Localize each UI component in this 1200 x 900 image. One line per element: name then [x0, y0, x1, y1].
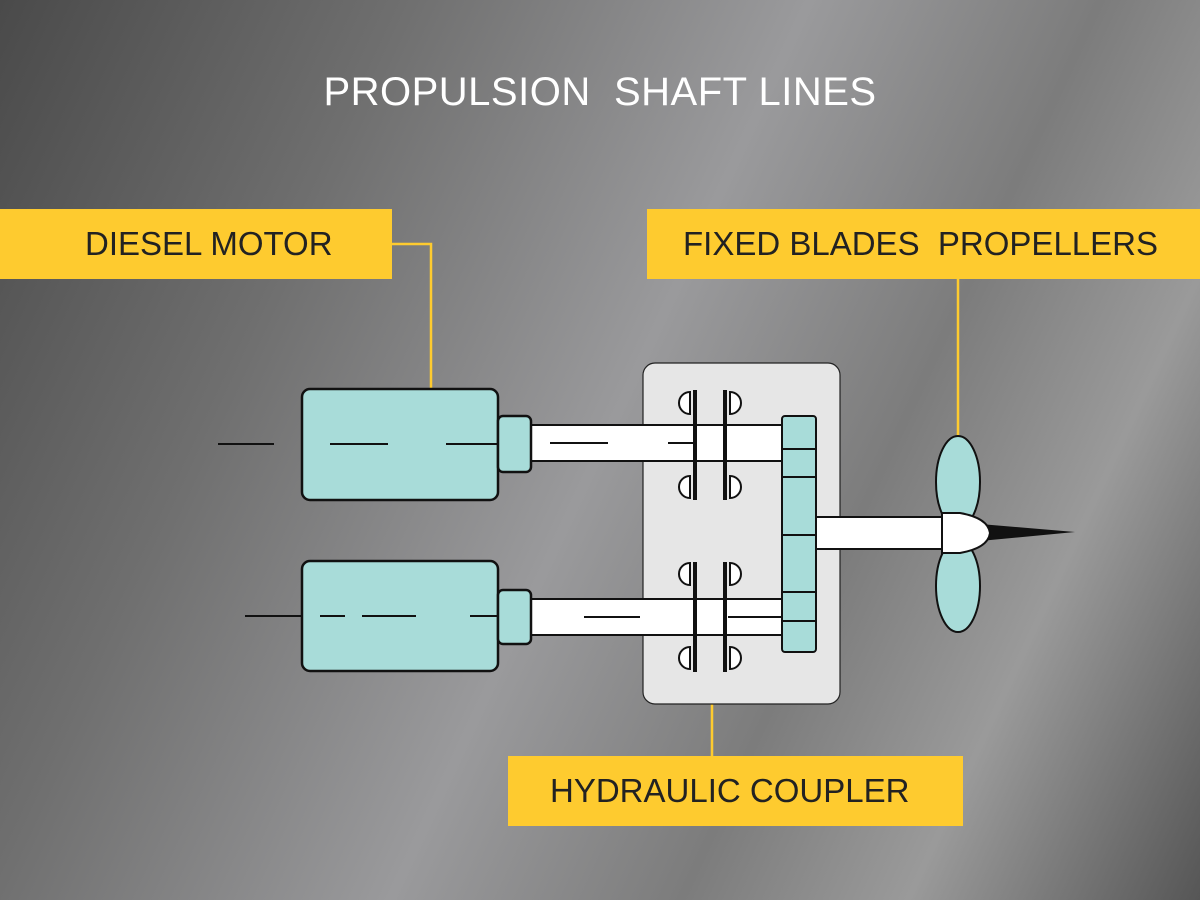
hydraulic-coupler-label: HYDRAULIC COUPLER — [508, 756, 963, 826]
fixed-blade-propeller — [935, 435, 1075, 633]
propellers-label: FIXED BLADES PROPELLERS — [647, 209, 1200, 279]
upper-diesel-motor — [218, 387, 694, 502]
upper-hydraulic-coupling — [678, 390, 742, 500]
diesel-motor-label: DIESEL MOTOR — [0, 209, 392, 279]
lower-hydraulic-coupling — [678, 561, 742, 672]
reduction-gear — [781, 415, 817, 653]
diesel-leader-line — [392, 242, 433, 390]
diagram-title: PROPULSION SHAFT LINES — [323, 70, 877, 114]
propeller-shaft — [809, 516, 951, 550]
lower-diesel-motor — [245, 559, 782, 673]
